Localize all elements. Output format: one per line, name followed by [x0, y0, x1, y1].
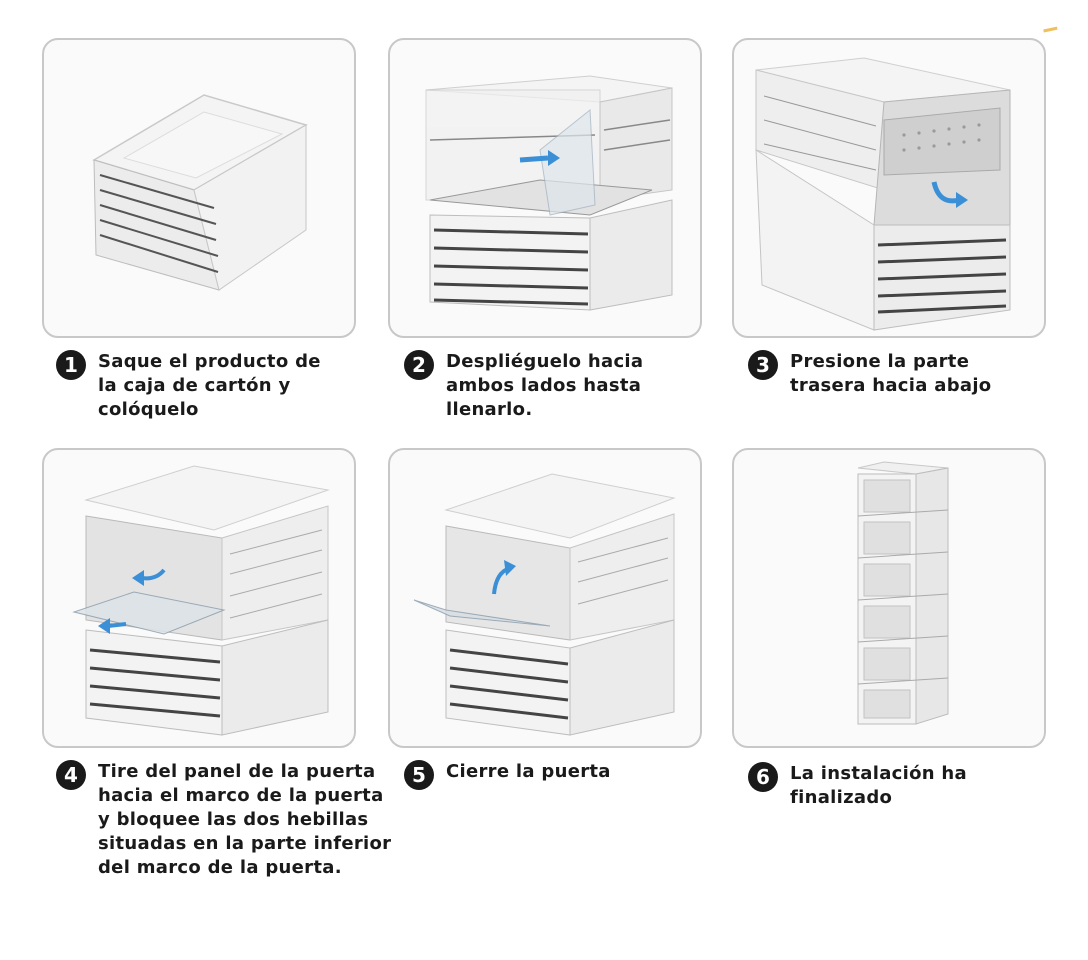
step-number-badge: 3: [748, 350, 778, 380]
step-3-image: [732, 38, 1046, 338]
step-3: 3 Presione la parte trasera hacia abajo: [748, 350, 991, 398]
step-caption: Presione la parte trasera hacia abajo: [790, 351, 992, 396]
step-4: 4 Tire del panel de la puerta hacia el m…: [56, 760, 391, 880]
step-number-badge: 6: [748, 762, 778, 792]
step-number-badge: 4: [56, 760, 86, 790]
step-number-badge: 1: [56, 350, 86, 380]
step-caption: Saque el producto de la caja de cartón y…: [98, 351, 321, 420]
step-number-badge: 2: [404, 350, 434, 380]
step-5-image: [388, 448, 702, 748]
step-2-image: [388, 38, 702, 338]
step-caption: Tire del panel de la puerta hacia el mar…: [98, 761, 392, 878]
step-number-badge: 5: [404, 760, 434, 790]
step-4-image: [42, 448, 356, 748]
step-caption: Cierre la puerta: [446, 761, 611, 782]
step-1: 1 Saque el producto de la caja de cartón…: [56, 350, 321, 422]
step-6: 6 La instalación ha finalizado: [748, 762, 967, 810]
step-5: 5 Cierre la puerta: [404, 760, 611, 790]
corner-accent: [1043, 26, 1059, 39]
step-6-image: [732, 448, 1046, 748]
step-caption: La instalación ha finalizado: [790, 763, 967, 808]
step-1-image: [42, 38, 356, 338]
step-caption: Despliéguelo hacia ambos lados hasta lle…: [446, 351, 644, 420]
step-2: 2 Despliéguelo hacia ambos lados hasta l…: [404, 350, 643, 422]
